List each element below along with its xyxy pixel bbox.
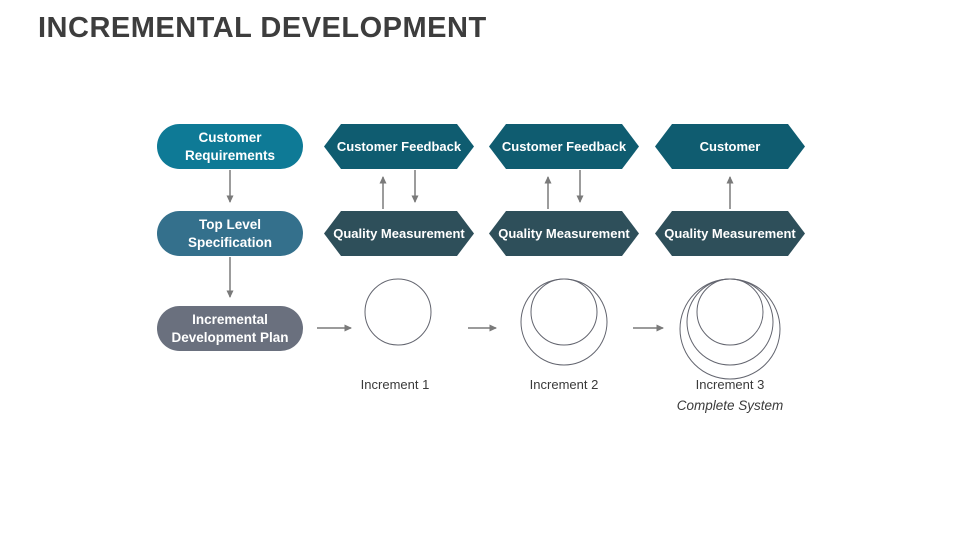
increment-3-circles bbox=[679, 278, 781, 380]
customer-feedback-hexagon-2: Customer Feedback bbox=[489, 124, 639, 169]
slide-title: INCREMENTAL DEVELOPMENT bbox=[38, 12, 487, 44]
quality-measurement-hexagon-3: Quality Measurement bbox=[655, 211, 805, 256]
top-level-specification-label: Top Level Specification bbox=[187, 216, 273, 250]
increment-3-label: Increment 3 bbox=[695, 377, 765, 392]
increment-1-label: Increment 1 bbox=[360, 377, 430, 392]
customer-requirements-label: Customer Requirements bbox=[184, 129, 276, 163]
quality-measurement-hexagon-1: Quality Measurement bbox=[324, 211, 474, 256]
customer-requirements-pill: Customer Requirements bbox=[157, 124, 303, 169]
quality-measurement-label-2: Quality Measurement bbox=[498, 226, 630, 241]
increment-2-label: Increment 2 bbox=[529, 377, 599, 392]
quality-measurement-hexagon-2: Quality Measurement bbox=[489, 211, 639, 256]
top-level-specification-pill: Top Level Specification bbox=[157, 211, 303, 256]
customer-label: Customer bbox=[699, 139, 761, 154]
increment-1-circles bbox=[364, 278, 432, 346]
increment-2-circles bbox=[520, 278, 608, 366]
quality-measurement-label-1: Quality Measurement bbox=[333, 226, 465, 241]
incremental-development-plan-pill: Incremental Development Plan bbox=[157, 306, 303, 351]
quality-measurement-label-3: Quality Measurement bbox=[664, 226, 796, 241]
customer-feedback-label-1: Customer Feedback bbox=[336, 139, 462, 154]
complete-system-label: Complete System bbox=[676, 398, 784, 413]
incremental-development-plan-label: Incremental Development Plan bbox=[171, 311, 289, 345]
customer-feedback-label-2: Customer Feedback bbox=[501, 139, 627, 154]
customer-feedback-hexagon-1: Customer Feedback bbox=[324, 124, 474, 169]
customer-hexagon: Customer bbox=[655, 124, 805, 169]
